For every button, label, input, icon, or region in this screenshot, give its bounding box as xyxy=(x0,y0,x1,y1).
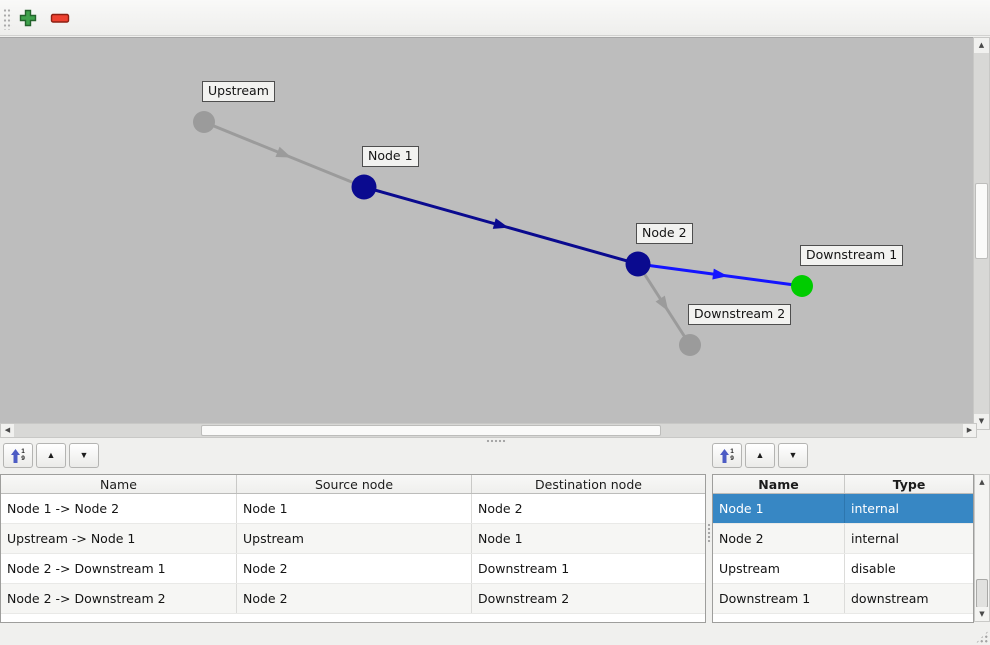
vertical-scroll-thumb[interactable] xyxy=(975,183,988,259)
vertical-pane-splitter[interactable] xyxy=(707,523,712,544)
horizontal-scroll-thumb[interactable] xyxy=(201,425,661,436)
node-row-upstream[interactable]: Upstream disable xyxy=(713,554,973,584)
node-label-downstream-1: Downstream 1 xyxy=(800,245,904,266)
canvas-vertical-scrollbar[interactable]: ▲ ▼ xyxy=(973,37,990,430)
add-button[interactable] xyxy=(15,5,41,31)
graph-node-node-2[interactable] xyxy=(625,251,651,277)
edge-arrow-icon xyxy=(655,295,669,312)
sort-ascending-icon: 1 9 xyxy=(720,448,734,463)
remove-button[interactable] xyxy=(47,5,73,31)
table-cell: Upstream xyxy=(237,524,472,553)
table-cell: Downstream 1 xyxy=(478,561,570,576)
table-cell: internal xyxy=(851,531,899,546)
node-row-node-2[interactable]: Node 2 internal xyxy=(713,524,973,554)
table-cell: Node 1 xyxy=(713,494,845,523)
arrow-up-icon: ▲ xyxy=(979,477,985,486)
graph xyxy=(193,111,813,356)
window-resize-grip[interactable] xyxy=(975,630,989,644)
plus-icon xyxy=(19,9,37,27)
table-cell: downstream xyxy=(851,591,929,606)
table-cell: Node 2 xyxy=(237,584,472,613)
scroll-up-button[interactable]: ▲ xyxy=(974,38,989,53)
arrow-down-icon: ▼ xyxy=(979,609,985,618)
up-arrow-icon: ▲ xyxy=(755,450,765,460)
edges-table: Name Source node Destination node Node 1… xyxy=(0,474,706,623)
nodes-table-header: Name Type xyxy=(713,475,973,494)
node-label-upstream: Upstream xyxy=(202,81,275,102)
toolbar-drag-handle[interactable] xyxy=(3,8,12,30)
edge-arrow-icon xyxy=(492,218,509,229)
graph-node-downstream-2[interactable] xyxy=(679,334,701,356)
table-cell: Upstream -> Node 1 xyxy=(1,524,237,553)
down-arrow-icon: ▼ xyxy=(788,450,798,460)
table-cell: Upstream xyxy=(713,554,845,583)
edge-arrow-icon xyxy=(275,146,292,158)
scroll-down-button[interactable]: ▼ xyxy=(975,607,989,621)
edges-table-header: Name Source node Destination node xyxy=(1,475,705,494)
table-cell: Downstream 1 xyxy=(713,584,845,613)
arrow-left-icon: ◀ xyxy=(4,426,11,434)
column-header-source-node[interactable]: Source node xyxy=(237,475,472,493)
graph-node-downstream-1[interactable] xyxy=(791,275,813,297)
table-cell: Node 2 -> Downstream 1 xyxy=(1,554,237,583)
horizontal-pane-splitter[interactable] xyxy=(486,439,507,443)
table-cell: Node 1 xyxy=(478,531,523,546)
graph-node-node-1[interactable] xyxy=(351,174,377,200)
up-arrow-icon: ▲ xyxy=(46,450,56,460)
table-cell: Node 1 xyxy=(237,494,472,523)
node-row-downstream-1[interactable]: Downstream 1 downstream xyxy=(713,584,973,614)
column-header-destination-node[interactable]: Destination node xyxy=(535,476,642,492)
column-header-name[interactable]: Name xyxy=(713,475,845,493)
minus-icon xyxy=(50,13,70,23)
nodes-table-scrollbar[interactable]: ▲ ▼ xyxy=(974,474,990,622)
edges-move-up-button[interactable]: ▲ xyxy=(36,443,66,468)
arrow-up-icon: ▲ xyxy=(978,41,985,49)
table-cell: Downstream 2 xyxy=(478,591,570,606)
arrow-down-icon: ▼ xyxy=(978,417,985,425)
table-cell: Node 2 -> Downstream 2 xyxy=(1,584,237,613)
node-label-node-2: Node 2 xyxy=(636,223,693,244)
scroll-up-button[interactable]: ▲ xyxy=(975,475,989,489)
table-cell: Node 2 xyxy=(478,501,523,516)
scroll-right-button[interactable]: ▶ xyxy=(963,424,976,437)
node-label-downstream-2: Downstream 2 xyxy=(688,304,792,325)
nodes-sort-button[interactable]: 1 9 xyxy=(712,443,742,468)
table-cell: disable xyxy=(851,561,896,576)
node-label-node-1: Node 1 xyxy=(362,146,419,167)
scroll-down-button[interactable]: ▼ xyxy=(974,414,989,429)
column-header-type[interactable]: Type xyxy=(892,476,926,492)
column-header-name[interactable]: Name xyxy=(1,475,237,493)
edges-move-down-button[interactable]: ▼ xyxy=(69,443,99,468)
nodes-move-down-button[interactable]: ▼ xyxy=(778,443,808,468)
edges-sort-button[interactable]: 1 9 xyxy=(3,443,33,468)
down-arrow-icon: ▼ xyxy=(79,450,89,460)
table-cell: internal xyxy=(851,501,899,516)
nodes-move-up-button[interactable]: ▲ xyxy=(745,443,775,468)
arrow-right-icon: ▶ xyxy=(966,426,973,434)
sort-ascending-icon: 1 9 xyxy=(11,448,25,463)
graph-node-upstream[interactable] xyxy=(193,111,215,133)
edge-arrow-icon xyxy=(712,268,728,280)
main-toolbar xyxy=(0,0,990,36)
scroll-left-button[interactable]: ◀ xyxy=(1,424,14,437)
table-cell: Node 1 -> Node 2 xyxy=(1,494,237,523)
table-cell: Node 2 xyxy=(713,524,845,553)
node-row-node-1[interactable]: Node 1 internal xyxy=(713,494,973,524)
table-scroll-thumb[interactable] xyxy=(976,579,988,608)
canvas-horizontal-scrollbar[interactable]: ◀ ▶ xyxy=(0,423,977,438)
table-cell: Node 2 xyxy=(237,554,472,583)
